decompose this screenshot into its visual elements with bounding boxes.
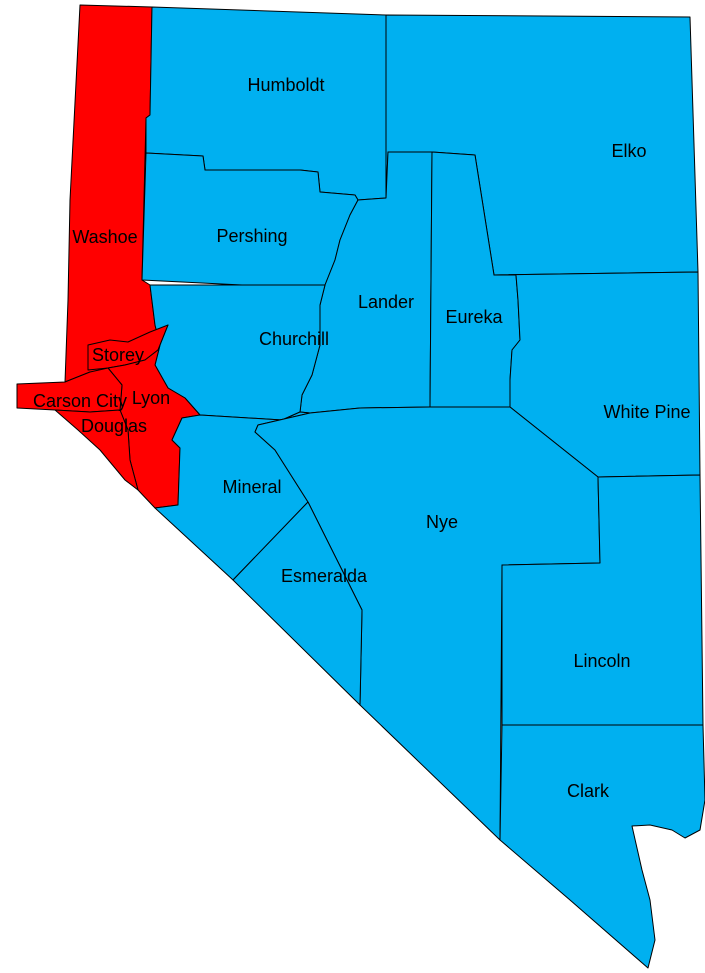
county-label-nye: Nye — [426, 512, 458, 532]
county-label-clark: Clark — [567, 781, 610, 801]
county-label-whitepine: White Pine — [603, 402, 690, 422]
county-label-washoe: Washoe — [72, 227, 137, 247]
county-label-humboldt: Humboldt — [247, 75, 324, 95]
county-label-lander: Lander — [358, 292, 414, 312]
county-label-pershing: Pershing — [216, 226, 287, 246]
county-label-lyon: Lyon — [132, 388, 170, 408]
county-label-elko: Elko — [611, 141, 646, 161]
county-label-lincoln: Lincoln — [573, 651, 630, 671]
county-label-storey: Storey — [92, 345, 144, 365]
county-label-eureka: Eureka — [445, 307, 503, 327]
county-label-mineral: Mineral — [222, 477, 281, 497]
county-whitepine[interactable] — [493, 271, 701, 478]
county-label-carson: Carson City — [33, 391, 127, 411]
county-label-churchill: Churchill — [259, 329, 329, 349]
county-clark[interactable] — [499, 724, 705, 969]
county-label-esmeralda: Esmeralda — [281, 566, 368, 586]
county-esmeralda[interactable] — [232, 501, 363, 706]
county-carson[interactable] — [16, 367, 123, 413]
county-douglas[interactable] — [54, 409, 139, 491]
county-label-douglas: Douglas — [81, 416, 147, 436]
